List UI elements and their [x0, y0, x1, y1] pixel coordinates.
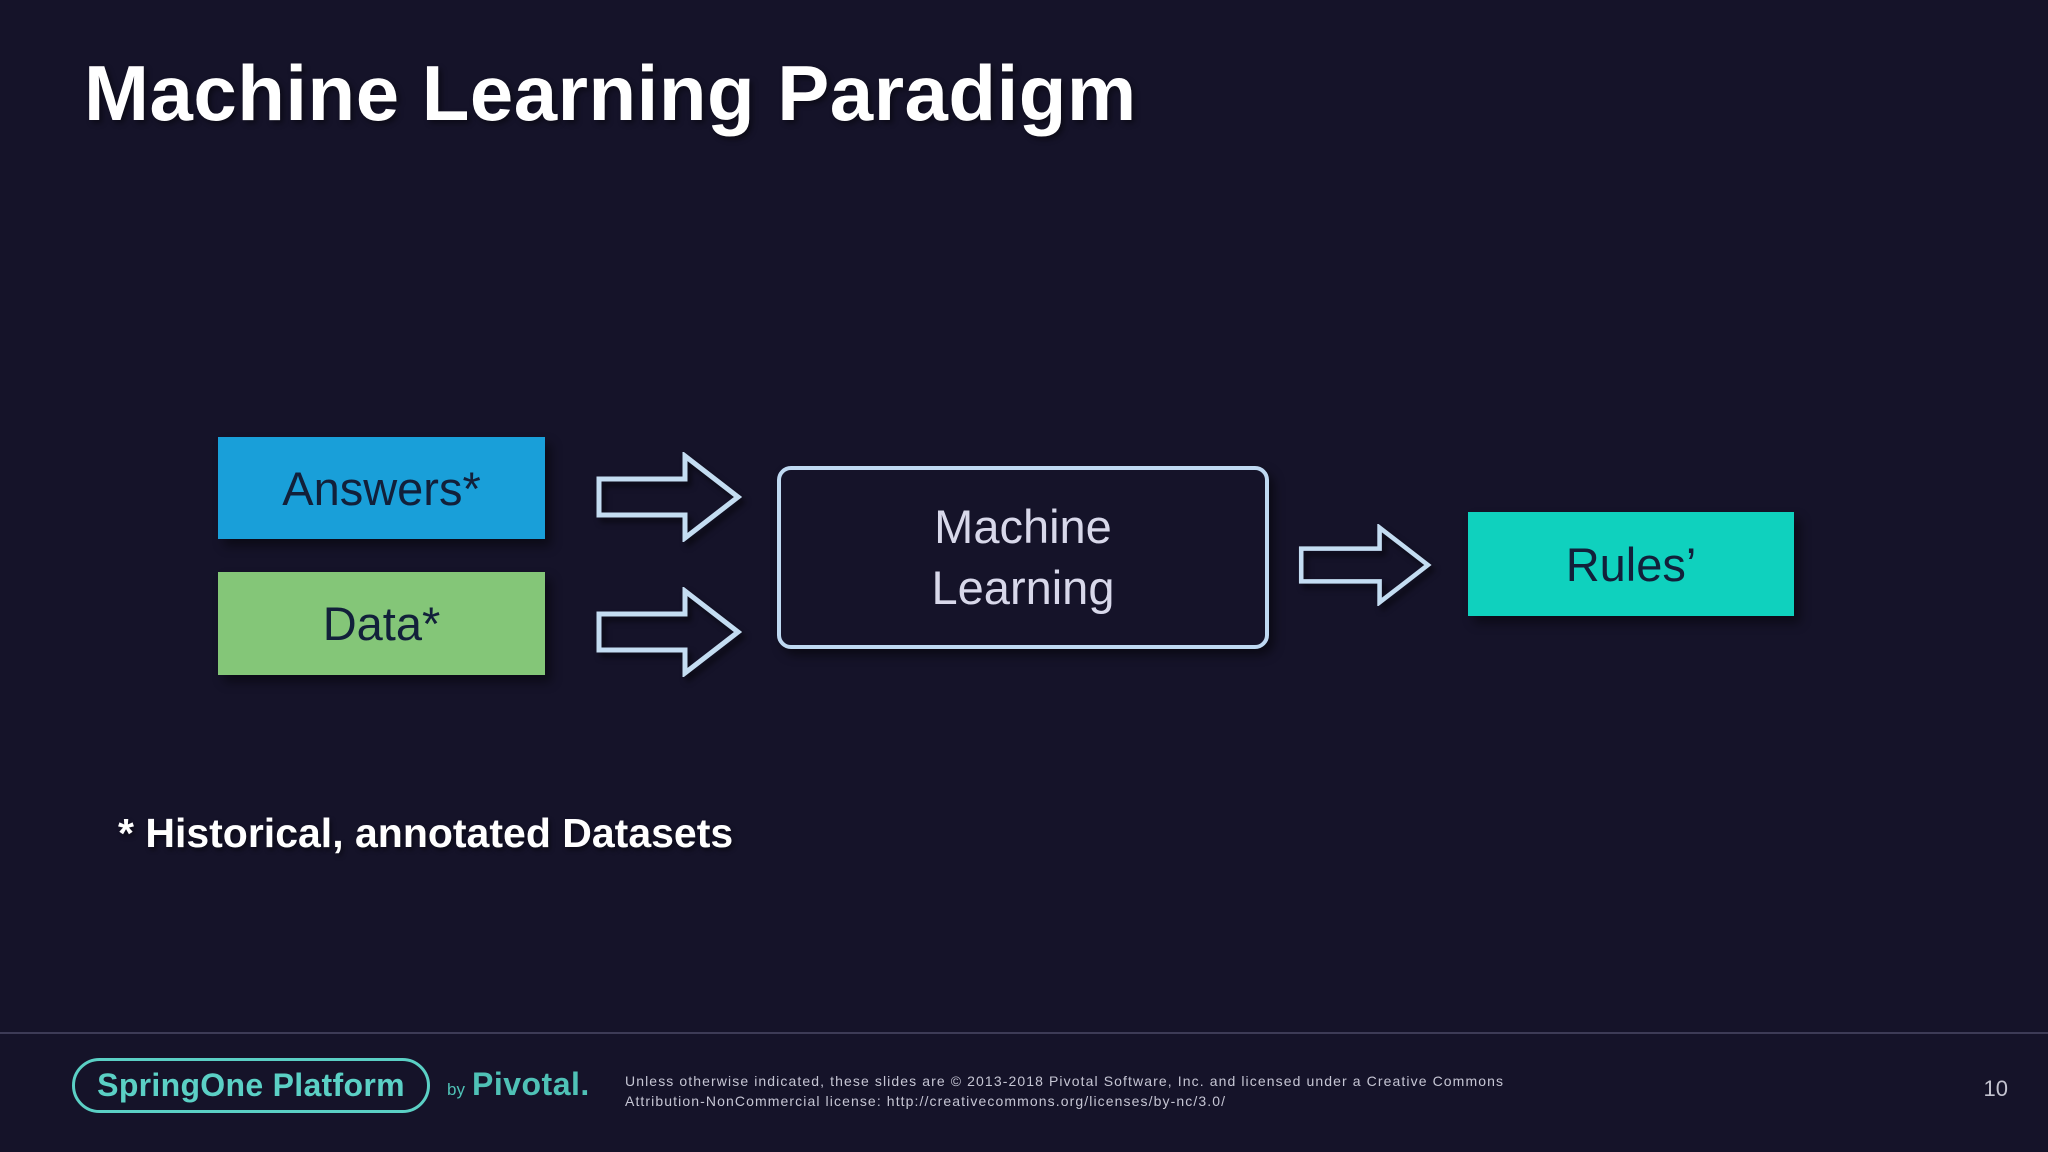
license-text: Unless otherwise indicated, these slides… — [625, 1071, 1605, 1112]
answers-box-label: Answers* — [282, 461, 481, 515]
license-line-2: Attribution-NonCommercial license: http:… — [625, 1093, 1227, 1110]
page-number: 10 — [1983, 1076, 2008, 1101]
rules-box-label: Rules’ — [1565, 537, 1697, 591]
right-arrow-icon — [1298, 524, 1432, 606]
machine-learning-box-line2: Learning — [931, 560, 1115, 614]
by-label: by — [447, 1080, 465, 1099]
springone-platform-logo-text: SpringOne Platform — [97, 1067, 405, 1103]
license-line-1: Unless otherwise indicated, these slides… — [625, 1073, 1505, 1089]
machine-learning-box: Machine Learning — [777, 466, 1269, 649]
right-arrow-icon — [596, 587, 742, 677]
data-box: Data* — [218, 572, 545, 675]
answers-box: Answers* — [218, 437, 545, 539]
rules-box: Rules’ — [1468, 512, 1794, 616]
slide-title: Machine Learning Paradigm — [84, 49, 1137, 137]
by-pivotal-logo: by Pivotal. — [447, 1066, 590, 1103]
pivotal-brand-name: Pivotal. — [471, 1066, 590, 1102]
footer-divider — [0, 1032, 2048, 1034]
right-arrow-icon — [596, 452, 742, 542]
machine-learning-box-line1: Machine — [934, 500, 1112, 554]
data-box-label: Data* — [322, 597, 441, 650]
springone-platform-logo: SpringOne Platform — [72, 1058, 430, 1113]
footnote: * Historical, annotated Datasets — [118, 810, 734, 856]
